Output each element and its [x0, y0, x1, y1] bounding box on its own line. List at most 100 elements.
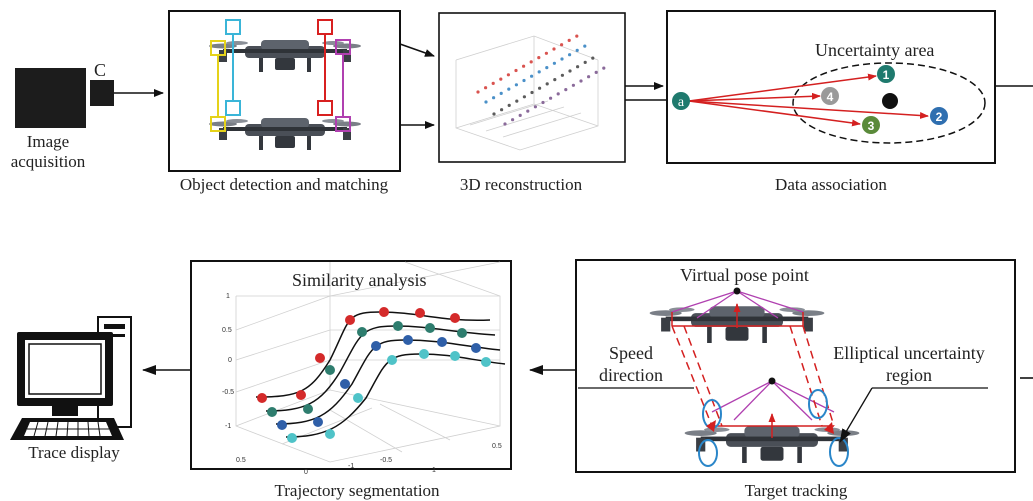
segmentation-ticks: 1 0.5 0 -0.5 -1 0.5 0 -1 1 0.5 -0.5	[222, 293, 502, 476]
segmentation-3d-grid	[235, 261, 501, 463]
tracking-red-frame	[671, 303, 835, 438]
reconstruction-point	[553, 78, 557, 82]
label-elliptical-uncertainty: Elliptical uncertainty region	[833, 343, 985, 385]
reconstruction-point	[560, 43, 564, 47]
reconstruction-point	[522, 64, 526, 68]
node-candidate-1: 1	[877, 65, 895, 83]
segmentation-point	[277, 420, 287, 430]
reconstruction-point	[591, 56, 595, 60]
reconstruction-point	[526, 109, 530, 113]
segmentation-point	[481, 357, 491, 367]
svg-text:1: 1	[226, 293, 230, 300]
segmentation-point	[325, 429, 335, 439]
arrow-detection-to-reconstruction-1	[399, 43, 435, 57]
svg-text:0: 0	[228, 357, 232, 364]
segmentation-point	[457, 328, 467, 338]
segmentation-point	[437, 337, 447, 347]
reconstruction-point	[564, 88, 568, 92]
camera-icon	[15, 68, 114, 128]
reconstruction-point	[541, 100, 545, 105]
reconstruction-point	[560, 57, 564, 61]
reconstruction-point	[514, 68, 518, 73]
reconstruction-point	[545, 82, 549, 86]
reconstruction-point	[484, 100, 488, 104]
label-image-acquisition: Image acquisition	[10, 132, 86, 171]
reconstruction-point	[507, 103, 511, 107]
predicted-point	[882, 93, 898, 109]
segmentation-point	[357, 327, 367, 337]
reconstruction-point	[583, 60, 587, 64]
reconstruction-point	[594, 70, 598, 74]
reconstruction-point	[500, 108, 504, 112]
reconstruction-point	[560, 73, 565, 77]
svg-text:0.5: 0.5	[222, 327, 232, 334]
reconstruction-point	[568, 69, 572, 73]
virtual-pose-point-bottom	[768, 377, 776, 385]
segmentation-point	[340, 379, 350, 389]
virtual-pose-point-top	[733, 287, 741, 295]
label-trajectory-segmentation: Trajectory segmentation	[274, 481, 440, 500]
reconstruction-point	[518, 113, 522, 117]
reconstruction-point	[537, 56, 541, 60]
reconstruction-panel	[438, 12, 626, 163]
reconstruction-point	[522, 95, 527, 99]
reconstruction-point	[583, 44, 587, 48]
reconstruction-point	[514, 83, 519, 87]
uncertainty-ellipses	[698, 389, 849, 467]
reconstruction-point	[552, 47, 556, 51]
velocity-arrows	[706, 420, 834, 434]
segmentation-point	[303, 404, 313, 414]
svg-text:2: 2	[936, 110, 943, 124]
reconstruction-point	[510, 118, 515, 122]
label-virtual-pose-point: Virtual pose point	[680, 265, 809, 285]
segmentation-point	[403, 335, 413, 345]
svg-text:1: 1	[432, 467, 436, 474]
reconstruction-point	[484, 86, 488, 90]
reconstruction-point	[515, 99, 519, 103]
reconstruction-point	[579, 79, 583, 83]
reconstruction-point	[530, 74, 534, 78]
segmentation-point	[257, 393, 267, 403]
label-3d-reconstruction: 3D reconstruction	[459, 175, 583, 194]
label-object-detection: Object detection and matching	[179, 175, 389, 194]
reconstruction-points	[476, 34, 606, 126]
segmentation-point	[315, 353, 325, 363]
reconstruction-point	[567, 38, 571, 43]
segmentation-point	[450, 351, 460, 361]
ellipse-leader-arrow	[839, 387, 873, 443]
svg-text:0.5: 0.5	[236, 457, 246, 464]
reconstruction-point	[545, 66, 549, 70]
reconstruction-point	[507, 87, 511, 91]
camera-label: C	[94, 60, 107, 80]
reconstruction-point	[571, 83, 576, 87]
reconstruction-point	[537, 70, 541, 74]
reconstruction-point	[529, 60, 533, 64]
association-arrows	[688, 73, 929, 127]
svg-text:0.5: 0.5	[492, 443, 502, 450]
node-candidate-4: 4	[821, 87, 839, 105]
reconstruction-point	[476, 90, 480, 94]
segmentation-point	[415, 308, 425, 318]
reconstruction-point	[556, 92, 560, 96]
reconstruction-point	[533, 105, 538, 109]
segmentation-point	[353, 393, 363, 403]
label-speed-direction: Speed direction	[599, 343, 663, 385]
reconstruction-point	[491, 81, 495, 85]
reconstruction-point	[530, 90, 534, 95]
segmentation-point	[450, 313, 460, 323]
segmentation-point	[313, 417, 323, 427]
svg-text:-1: -1	[225, 423, 231, 430]
segmentation-points	[257, 307, 491, 443]
reconstruction-point	[492, 112, 496, 116]
svg-text:-1: -1	[348, 463, 354, 470]
computer-icon	[10, 316, 132, 440]
label-uncertainty-area: Uncertainty area	[815, 40, 935, 60]
virtual-pose-lines	[671, 290, 835, 421]
reconstruction-point	[503, 122, 507, 126]
segmentation-point	[371, 341, 381, 351]
segmentation-point	[345, 315, 355, 325]
reconstruction-point	[499, 77, 503, 81]
svg-text:1: 1	[883, 68, 890, 82]
label-trace-display: Trace display	[28, 443, 120, 462]
label-data-association: Data association	[775, 175, 887, 194]
